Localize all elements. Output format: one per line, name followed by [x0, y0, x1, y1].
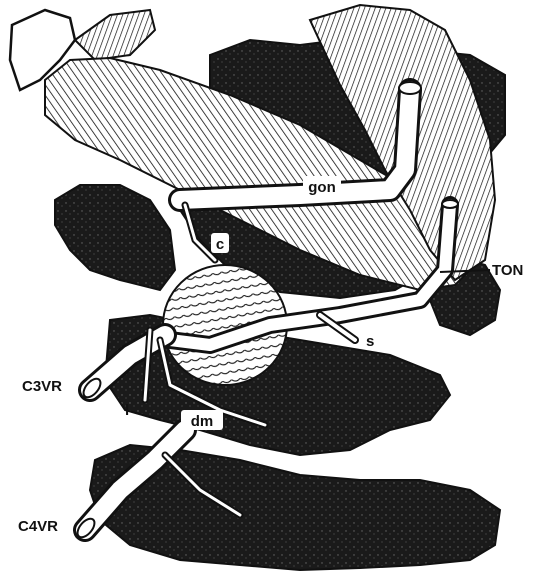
left-vertebral-mass	[55, 185, 175, 290]
label-ton: TON	[492, 262, 523, 279]
label-c4vr: C4VR	[18, 518, 58, 535]
label-dm: dm	[191, 413, 214, 430]
label-gon: gon	[308, 179, 336, 196]
label-s: s	[366, 333, 374, 350]
label-c3vr: C3VR	[22, 378, 62, 395]
label-l: l	[125, 402, 129, 419]
nerve-branch-l	[145, 330, 150, 400]
label-c: c	[216, 236, 224, 253]
muscle-fan-top	[75, 10, 155, 60]
